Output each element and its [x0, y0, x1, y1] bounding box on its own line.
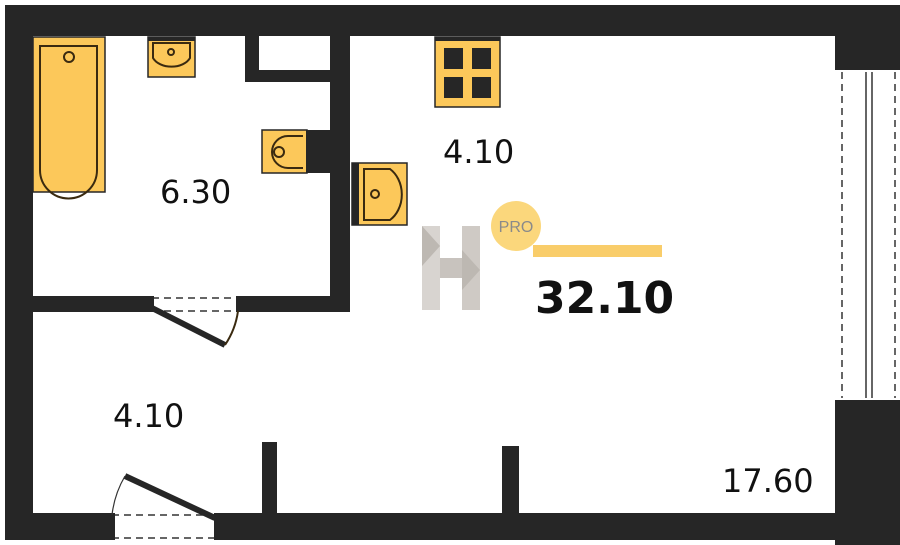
bathroom-bottom-wall-right: [240, 296, 350, 312]
bottom-wall-left: [5, 513, 112, 540]
partition-stub-left: [262, 442, 277, 514]
bathroom-door[interactable]: [148, 296, 242, 348]
room-area-kitchen: 4.10: [443, 133, 514, 171]
accent-bar: [533, 245, 662, 257]
bathtub-icon: [32, 36, 106, 200]
pro-badge-text: PRO: [499, 219, 534, 236]
sink-icon: [147, 36, 196, 78]
right-wall-bottom: [835, 400, 900, 545]
pro-badge: [491, 201, 541, 251]
entry-door[interactable]: [108, 473, 221, 540]
bottom-wall-right: [218, 513, 900, 540]
walls: [5, 5, 900, 545]
room-area-hallway: 4.10: [113, 397, 184, 435]
bathroom-bottom-wall-left: [33, 296, 150, 312]
left-wall: [5, 5, 33, 540]
h-logo-icon: [422, 226, 480, 310]
room-area-bathroom: 6.30: [160, 173, 231, 211]
top-wall: [5, 5, 900, 36]
room-area-living: 17.60: [722, 462, 814, 500]
window: [838, 70, 896, 400]
total-area: 32.10: [535, 273, 674, 324]
logo: PRO: [422, 201, 662, 310]
stove-icon: [434, 36, 501, 108]
niche-wall-h: [245, 70, 330, 82]
partition-stub-right: [502, 446, 519, 514]
kitchen-sink-icon: [351, 162, 408, 226]
right-wall-top: [835, 5, 900, 70]
toilet-icon: [261, 129, 330, 174]
bathroom-partition: [330, 36, 350, 312]
